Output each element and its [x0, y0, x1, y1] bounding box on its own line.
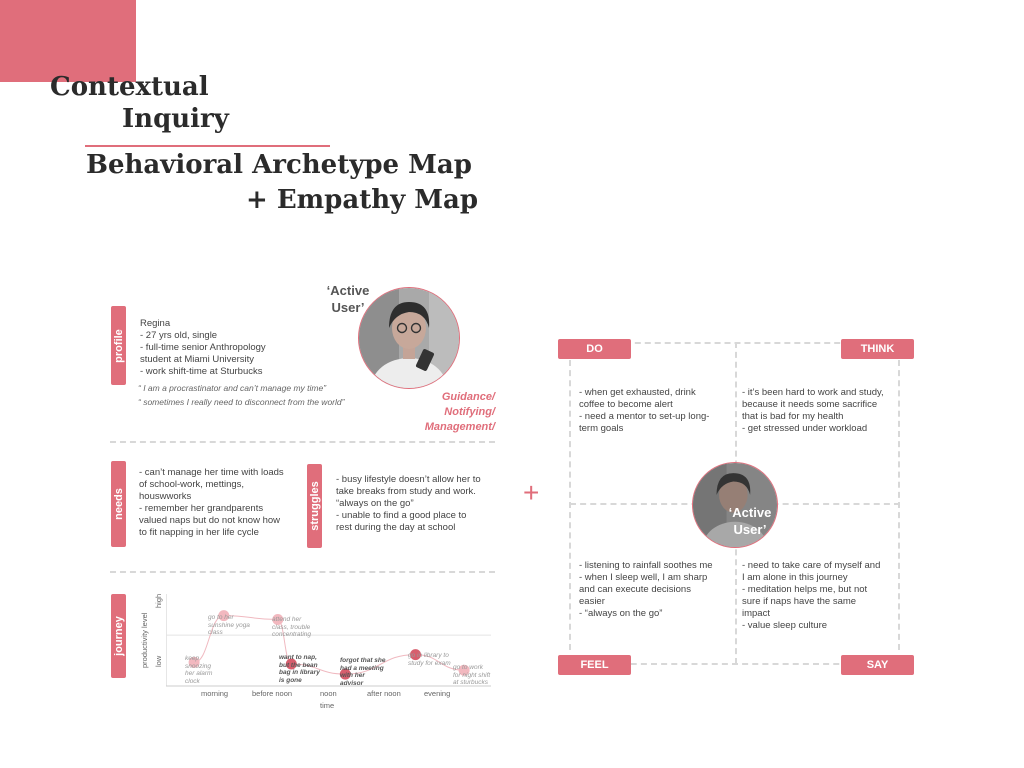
title-divider	[85, 145, 330, 147]
journey-point-3	[285, 658, 297, 670]
journey-ylabel: productivity level	[140, 612, 149, 668]
empathy-grid-top	[575, 342, 900, 344]
struggles-label: struggles	[307, 464, 322, 548]
section-divider-2	[110, 571, 495, 573]
journey-x-after-noon: after noon	[367, 689, 401, 698]
persona-themes: Guidance/ Notifying/ Management/	[400, 390, 495, 435]
journey-y-low: low	[154, 655, 163, 667]
journey-chart-svg	[165, 594, 491, 687]
journey-point-4	[339, 668, 351, 680]
profile-quote-1: “ I am a procrastinator and can’t manage…	[138, 383, 327, 393]
empathy-do-label: DO	[558, 339, 631, 359]
empathy-persona-label: ‘Active User’	[728, 505, 772, 537]
empathy-think-label: THINK	[841, 339, 914, 359]
needs-label: needs	[111, 461, 126, 547]
corner-accent-block	[0, 0, 136, 82]
journey-x-before-noon: before noon	[252, 689, 293, 698]
persona-photo	[358, 287, 460, 389]
empathy-persona-photo	[692, 462, 778, 548]
struggles-details: - busy lifestyle doesn’t allow her to ta…	[336, 474, 481, 533]
empathy-feel-label: FEEL	[558, 655, 631, 675]
persona-portrait-icon	[359, 288, 459, 388]
page-subtitle-line-2: + Empathy Map	[246, 185, 479, 215]
needs-details: - can’t manage her time with loads of sc…	[139, 467, 284, 538]
page-title-line-2: Inquiry	[122, 104, 229, 134]
empathy-think-details: - it’s been hard to work and study,becau…	[742, 387, 884, 434]
persona-label: ‘Active User’	[315, 282, 381, 316]
empathy-say-label: SAY	[841, 655, 914, 675]
journey-point-5	[410, 649, 421, 661]
page-title-line-1: Contextual	[50, 72, 209, 102]
plus-sign: +	[523, 477, 540, 508]
journey-point-2	[272, 614, 284, 625]
empathy-feel-details: - listening to rainfall soothes me- when…	[579, 560, 713, 619]
theme-notifying: Notifying/	[444, 406, 495, 418]
journey-y-high: high	[154, 593, 163, 608]
empathy-grid-right	[898, 360, 900, 650]
journey-point-1	[218, 610, 230, 622]
empathy-grid-left	[569, 360, 571, 650]
journey-label: journey	[111, 594, 126, 678]
journey-chart: productivity level high low morning befo…	[140, 590, 496, 710]
profile-details: Regina - 27 yrs old, single - full-time …	[140, 318, 266, 377]
theme-guidance: Guidance/	[441, 391, 495, 403]
journey-x-noon: noon	[320, 689, 337, 698]
journey-xlabel: time	[320, 701, 335, 710]
journey-x-morning: morning	[201, 689, 229, 698]
section-divider-1	[110, 441, 495, 443]
persona-label-line-1: ‘Active	[326, 283, 370, 298]
page-subtitle-line-1: Behavioral Archetype Map	[86, 150, 472, 180]
empathy-portrait-icon	[693, 463, 777, 547]
empathy-grid-bottom	[570, 663, 900, 665]
profile-label: profile	[111, 306, 126, 385]
theme-management: Management/	[424, 421, 495, 433]
journey-point-6	[458, 664, 470, 676]
journey-point-0	[188, 656, 200, 668]
profile-quote-2: “ sometimes I really need to disconnect …	[138, 397, 345, 407]
persona-label-line-2: User’	[331, 300, 365, 315]
journey-x-evening: evening	[424, 689, 451, 698]
